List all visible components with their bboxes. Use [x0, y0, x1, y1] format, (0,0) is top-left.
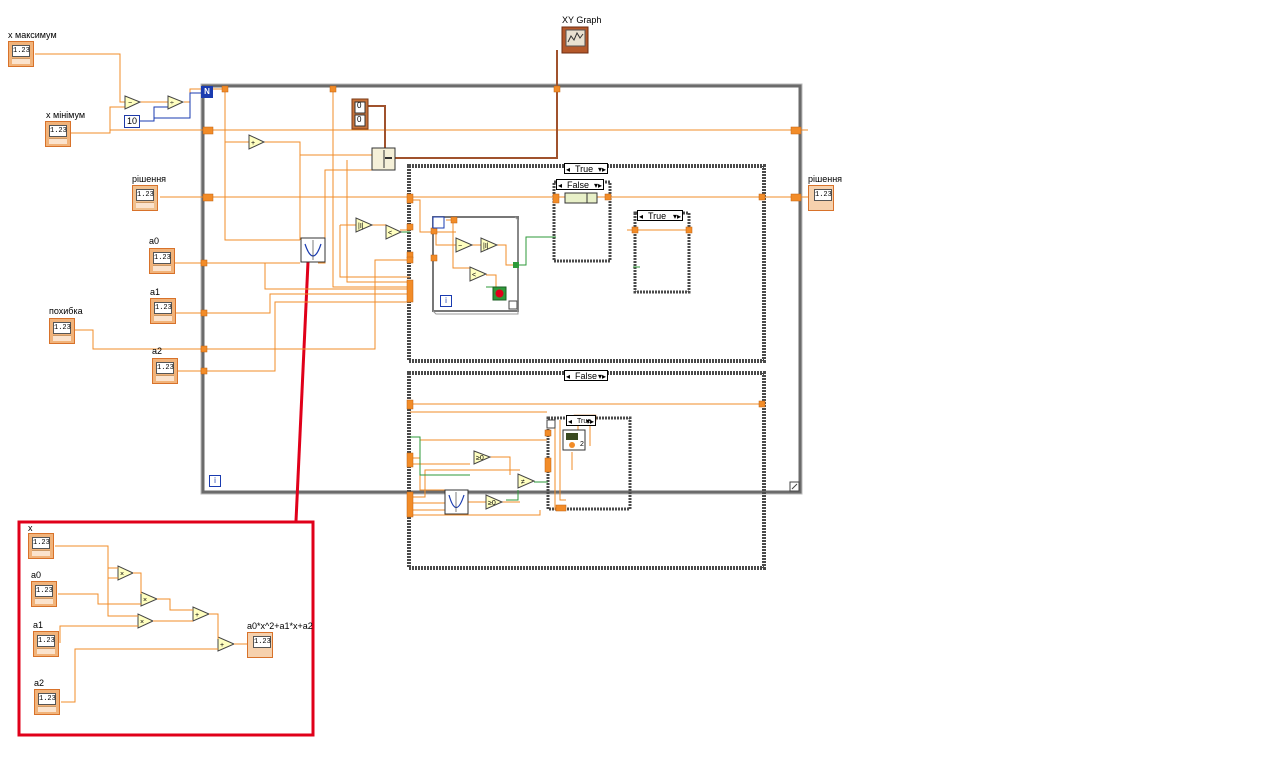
- case-selector-main-true[interactable]: True: [564, 163, 608, 175]
- add-glyph-2: +: [195, 612, 199, 619]
- label-x-max: x максимум: [8, 30, 57, 40]
- label-a0: a0: [149, 236, 160, 246]
- label-x-min: x мінімум: [46, 110, 86, 120]
- label-solution-in: рішення: [132, 174, 167, 184]
- detail-indicator-output-display: 1.23: [253, 636, 271, 648]
- detail-label-x: x: [28, 523, 33, 533]
- less-node-loop[interactable]: [469, 266, 488, 282]
- control-a0[interactable]: 1.23: [149, 248, 175, 274]
- graph-node-count: 2: [580, 441, 584, 448]
- indicator-solution-out[interactable]: 1.23: [808, 185, 834, 211]
- ge0-glyph-2: ≥0: [488, 500, 496, 507]
- label-a2: a2: [152, 346, 163, 356]
- case-selector-main-false[interactable]: False: [564, 370, 608, 382]
- detail-control-a2[interactable]: 1.23: [34, 689, 60, 715]
- detail-control-a2-display: 1.23: [38, 693, 56, 705]
- label-error: похибка: [49, 306, 83, 316]
- label-xy-graph: XY Graph: [562, 15, 602, 25]
- inner-case-true[interactable]: [633, 211, 691, 294]
- add-node-2[interactable]: [192, 606, 211, 622]
- less-glyph: <: [388, 230, 392, 237]
- less-glyph-loop: <: [472, 272, 476, 279]
- abs-glyph-loop: |I|: [483, 243, 489, 250]
- abs-node-loop[interactable]: [480, 237, 499, 253]
- control-a0-display: 1.23: [153, 252, 171, 264]
- detail-label-a1: a1: [33, 620, 44, 630]
- detail-indicator-output[interactable]: 1.23: [247, 632, 273, 658]
- build-xy-graph-node-2[interactable]: [586, 192, 598, 204]
- indicator-solution-out-display: 1.23: [814, 189, 832, 201]
- shift-register-right-1[interactable]: [790, 126, 802, 135]
- constant-ten[interactable]: 10: [124, 115, 141, 128]
- label-solution-out: рішення: [808, 174, 843, 184]
- add-glyph: +: [251, 140, 255, 147]
- times-glyph-2: ×: [143, 597, 147, 604]
- build-xy-graph-node[interactable]: [564, 192, 588, 204]
- not-equal-node[interactable]: [517, 473, 536, 489]
- abs-node[interactable]: [355, 217, 374, 233]
- control-x-max[interactable]: 1.23: [8, 41, 34, 67]
- subtract-node-loop[interactable]: [455, 237, 474, 253]
- shift-register-left-2[interactable]: [202, 193, 214, 202]
- detail-label-a2: a2: [34, 678, 45, 688]
- control-a2-display: 1.23: [156, 362, 174, 374]
- subtract-node[interactable]: [124, 95, 142, 110]
- detail-control-x-display: 1.23: [32, 537, 50, 549]
- detail-control-a1-display: 1.23: [37, 635, 55, 647]
- times-glyph-3: ×: [140, 619, 144, 626]
- ge0-node-1[interactable]: [473, 450, 492, 465]
- detail-control-x[interactable]: 1.23: [28, 533, 54, 559]
- add-node[interactable]: [248, 134, 266, 150]
- ge0-glyph-1: ≥0: [476, 455, 484, 462]
- detail-control-a1[interactable]: 1.23: [33, 631, 59, 657]
- times-node-3[interactable]: [137, 613, 155, 629]
- control-x-min[interactable]: 1.23: [45, 121, 71, 147]
- divide-glyph: ÷: [170, 100, 174, 107]
- control-a1-display: 1.23: [154, 302, 172, 314]
- ge0-node-2[interactable]: [485, 494, 504, 510]
- control-solution-in[interactable]: 1.23: [132, 185, 158, 211]
- control-error[interactable]: 1.23: [49, 318, 75, 344]
- detail-control-a0[interactable]: 1.23: [31, 581, 57, 607]
- control-x-max-display: 1.23: [12, 45, 30, 57]
- shift-register-left-1[interactable]: [202, 126, 214, 135]
- cluster-zero-b: 0: [357, 115, 362, 124]
- subvi-detail-highlight: [17, 520, 315, 737]
- add-glyph-3: +: [220, 642, 224, 649]
- while-iteration-terminal: i: [440, 295, 452, 307]
- shift-register-right-2[interactable]: [790, 193, 802, 202]
- neq-glyph: ≠: [521, 479, 525, 486]
- label-a1: a1: [150, 287, 161, 297]
- case-selector-lower-true[interactable]: True: [566, 415, 596, 427]
- count-terminal[interactable]: N: [201, 86, 213, 98]
- for-loop-frame[interactable]: [201, 84, 802, 494]
- detail-label-output: a0*x^2+a1*x+a2: [247, 621, 313, 631]
- less-node[interactable]: [385, 224, 403, 240]
- iteration-terminal: i: [209, 475, 221, 487]
- times-glyph-1: ×: [120, 571, 124, 578]
- polynomial-subvi-lower[interactable]: [444, 489, 469, 515]
- abs-glyph: |I|: [358, 223, 364, 230]
- detail-control-a0-display: 1.23: [35, 585, 53, 597]
- detail-label-a0: a0: [31, 570, 42, 580]
- times-node-2[interactable]: [140, 591, 159, 607]
- cluster-zero-a: 0: [357, 101, 362, 110]
- control-a1[interactable]: 1.23: [150, 298, 176, 324]
- divide-node[interactable]: [167, 95, 185, 110]
- case-selector-inner-false[interactable]: False: [556, 179, 604, 191]
- control-solution-in-display: 1.23: [136, 189, 154, 201]
- subtract-glyph-loop: −: [458, 243, 462, 250]
- control-x-min-display: 1.23: [49, 125, 67, 137]
- add-node-3[interactable]: [217, 636, 236, 652]
- case-selector-inner-true[interactable]: True: [637, 210, 683, 222]
- control-error-display: 1.23: [53, 322, 71, 334]
- subtract-glyph: −: [128, 100, 132, 107]
- control-a2[interactable]: 1.23: [152, 358, 178, 384]
